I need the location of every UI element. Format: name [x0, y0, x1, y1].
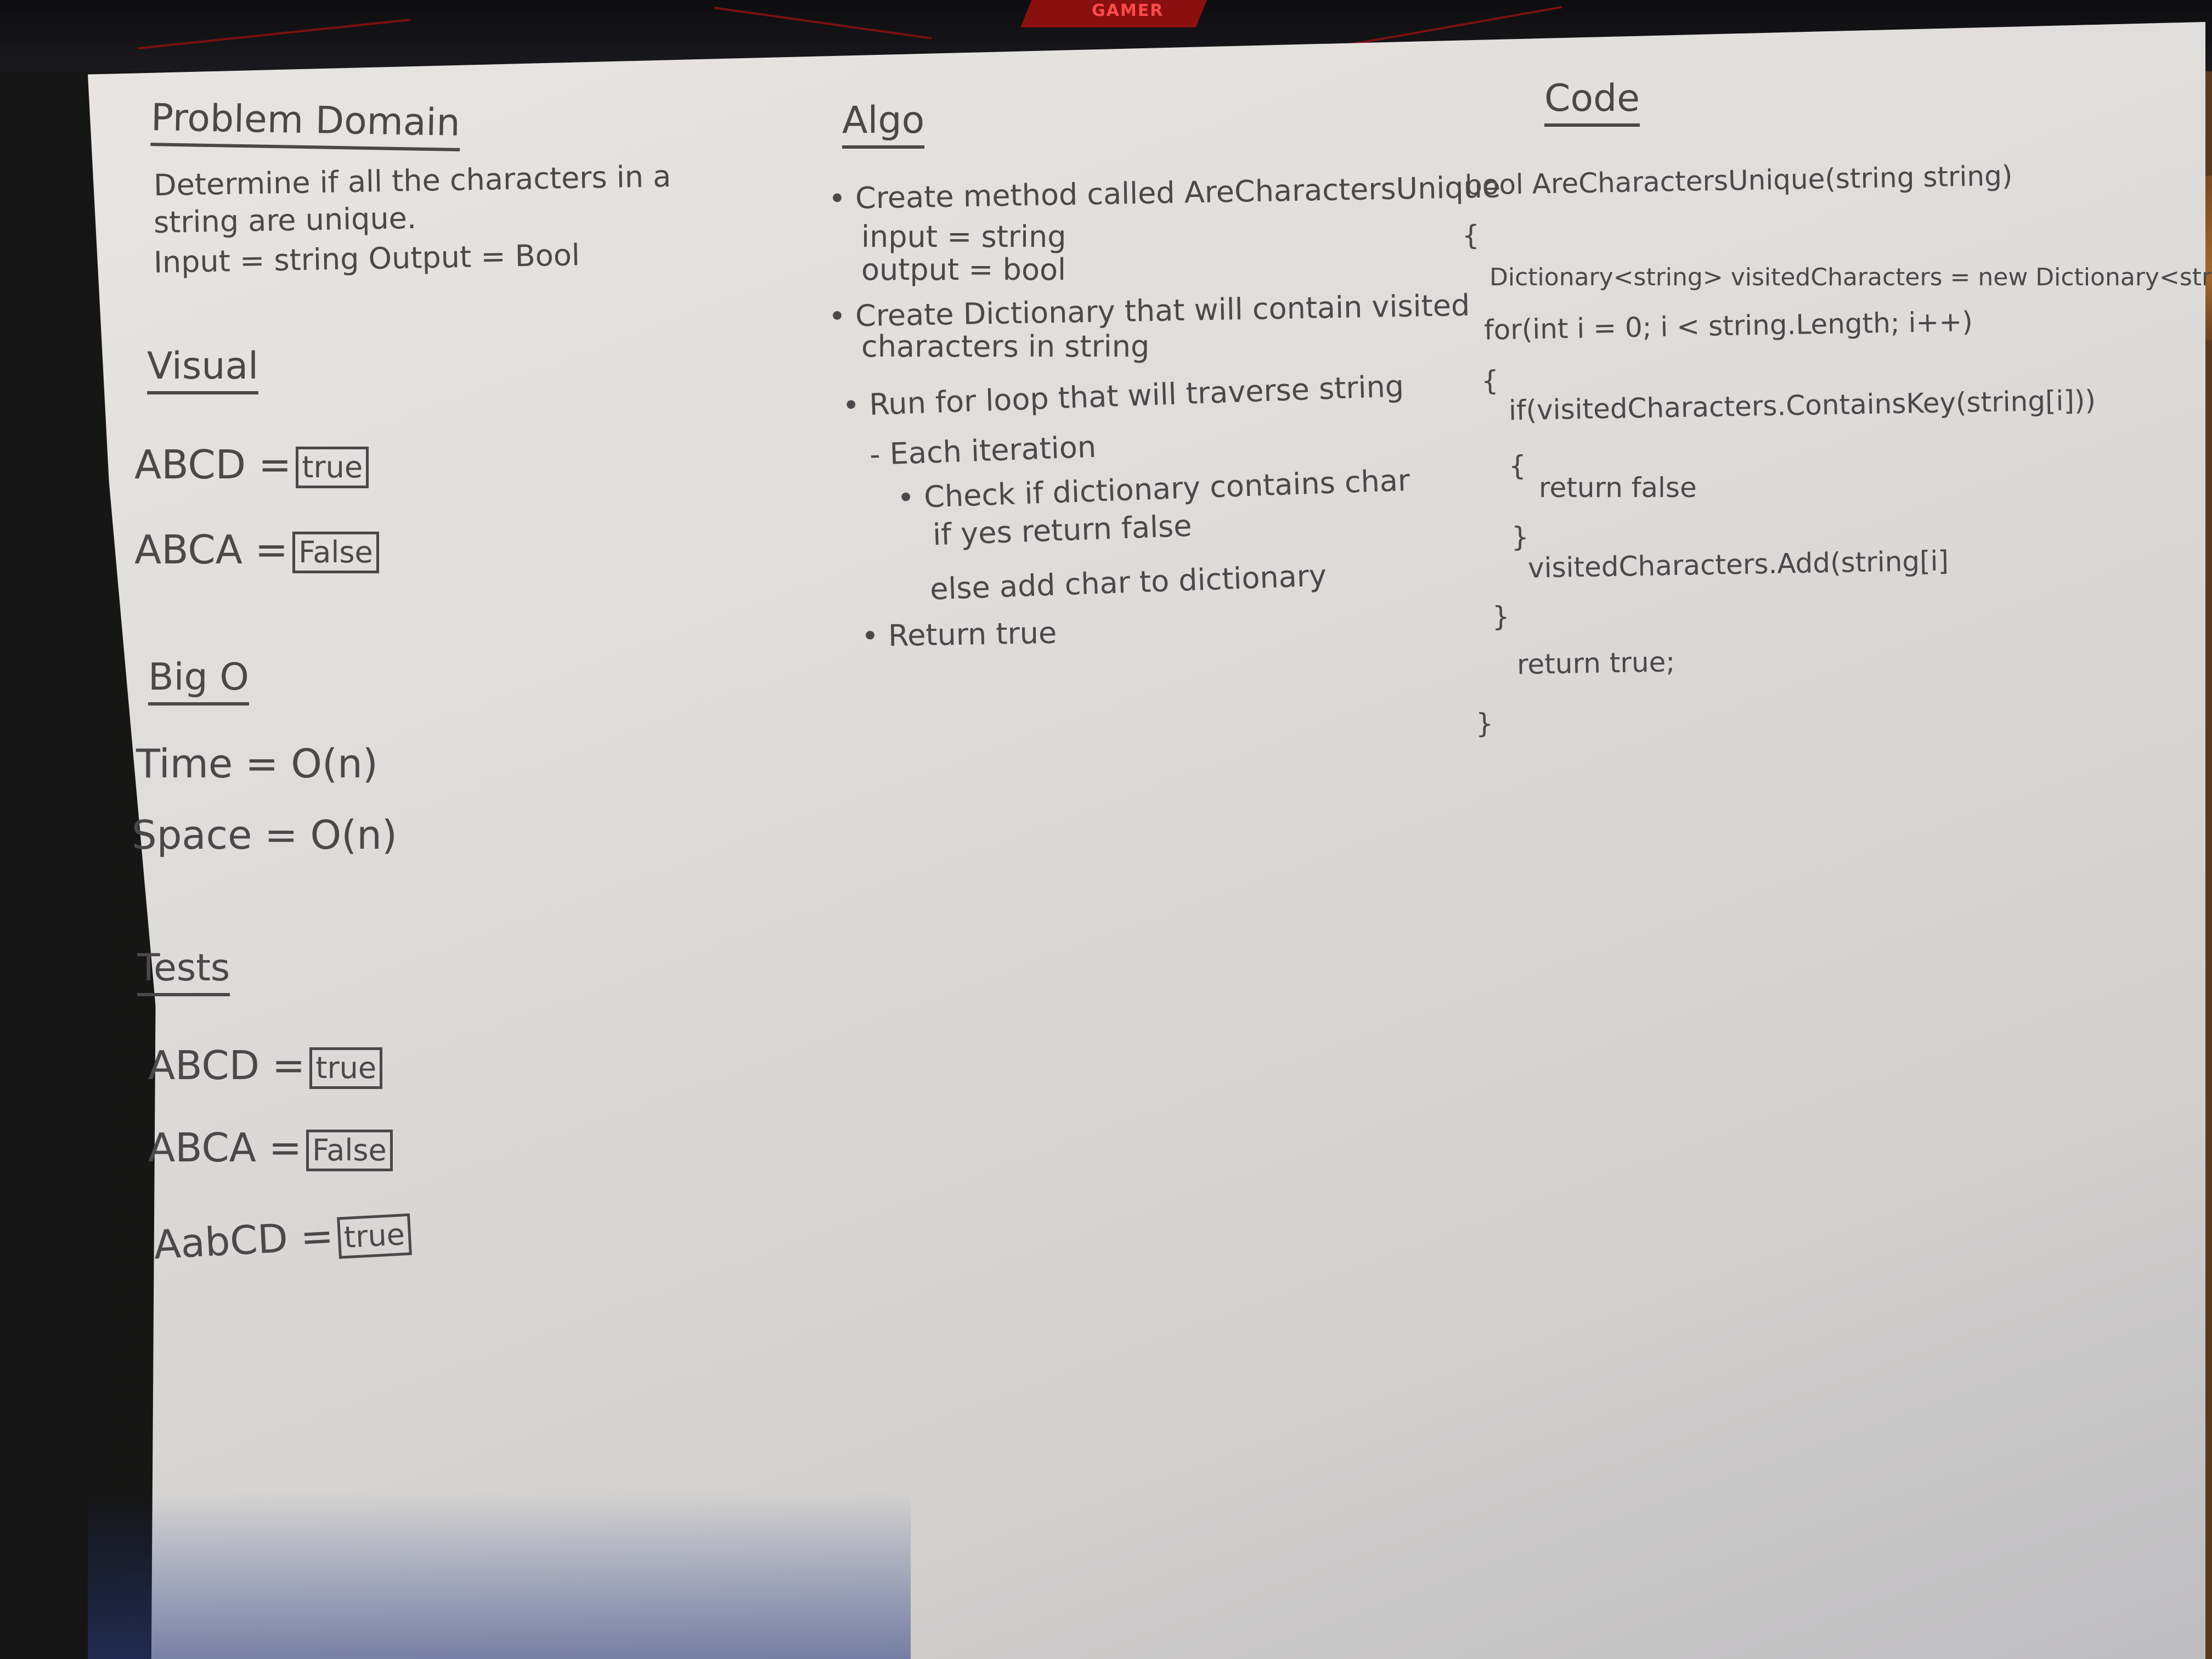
test-row-result: true [309, 1047, 383, 1090]
test-row-label: ABCD = [148, 1042, 306, 1088]
code-line: { [1509, 450, 1526, 482]
brand-text: GAMER [1092, 1, 1164, 20]
visual-row-label: ABCD = [134, 442, 292, 488]
code-line: } [1476, 708, 1493, 740]
test-row: ABCD =true [148, 1042, 383, 1090]
test-row-result: true [337, 1214, 412, 1260]
code-line: { [1462, 219, 1480, 251]
paper-shadow [88, 1492, 911, 1659]
code-line: { [1481, 365, 1499, 397]
big-o-time: Time = O(n) [136, 741, 378, 787]
visual-title: Visual [147, 345, 259, 394]
test-row-label: AabCD = [153, 1212, 335, 1268]
test-row-result: False [306, 1130, 393, 1172]
visual-row-result: False [292, 532, 379, 574]
test-row-label: ABCA = [148, 1125, 302, 1171]
big-o-title: Big O [148, 656, 249, 706]
algo-line: characters in string [861, 329, 1150, 364]
visual-row: ABCA =False [134, 527, 379, 574]
whiteboard-paper [88, 22, 2205, 1659]
test-row: ABCA =False [148, 1125, 393, 1172]
problem-domain-line: string are unique. [153, 200, 417, 240]
algo-line: • Return true [861, 615, 1057, 654]
code-line: } [1511, 521, 1529, 553]
code-line: return true; [1516, 646, 1675, 681]
problem-domain-title: Problem Domain [150, 96, 461, 151]
big-o-space: Space = O(n) [132, 812, 397, 858]
algo-title: Algo [842, 99, 925, 149]
algo-line: output = bool [861, 252, 1066, 287]
code-line: } [1492, 601, 1510, 633]
tests-title: Tests [137, 946, 230, 996]
visual-row-label: ABCA = [134, 527, 289, 573]
brand-badge [1020, 0, 1207, 27]
visual-row-result: true [296, 447, 369, 489]
visual-row: ABCD =true [134, 442, 369, 489]
code-line: Dictionary<string> visitedCharacters = n… [1489, 263, 2212, 291]
code-title: Code [1544, 77, 1640, 127]
algo-line: input = string [861, 219, 1066, 254]
code-line: return false [1539, 472, 1697, 504]
